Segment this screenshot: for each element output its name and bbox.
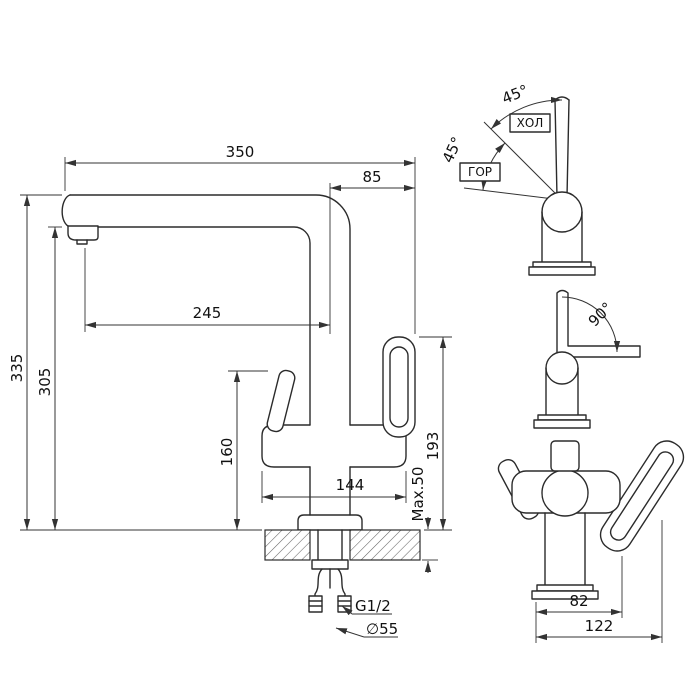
base-flange-bottom — [533, 419, 591, 429]
leader-base-diameter — [335, 627, 365, 638]
cold-position-line — [483, 121, 563, 201]
handle-rotation-side-view: 90° — [533, 289, 641, 429]
cold-label: ХОЛ — [517, 116, 544, 130]
dim-overall-length: 350 — [226, 143, 255, 161]
aerator — [67, 225, 99, 241]
countertop-section — [264, 529, 421, 570]
right-loop-handle — [382, 336, 416, 438]
angle-90: 90° — [585, 299, 617, 331]
mounting-nut — [311, 559, 349, 570]
dim-body-width: 144 — [336, 476, 365, 494]
dim-right-handle-height: 193 — [424, 432, 442, 461]
handle-upright — [554, 96, 570, 198]
dim-handle-spacing: 82 — [569, 592, 588, 610]
angle-cold: 45° — [499, 81, 530, 108]
faucet-body — [261, 424, 407, 531]
main-side-view — [61, 194, 421, 613]
faucet-base — [297, 514, 363, 531]
angle-hot: 45° — [439, 134, 467, 166]
hose-connector — [337, 595, 352, 613]
loop-handle-front — [599, 440, 685, 552]
arc-90 — [561, 296, 621, 353]
hot-label-box — [459, 162, 501, 182]
dim-spout-height: 305 — [36, 368, 54, 397]
left-lever-handle — [266, 369, 296, 433]
faucet-spout — [61, 194, 351, 426]
faucet-cap-circle — [545, 351, 579, 385]
handle-angle-top-view: ХОЛ ГОР 45° 45° — [439, 81, 596, 276]
cold-label-box — [509, 113, 551, 133]
dim-overall-depth: 122 — [585, 617, 614, 635]
dim-left-handle-height: 160 — [218, 438, 236, 467]
dim-spout-reach: 245 — [193, 304, 222, 322]
base-flange-top — [537, 414, 587, 421]
l-shaped-handle — [556, 289, 641, 358]
dim-overall-height: 335 — [8, 354, 26, 383]
dim-counter-thickness: Max.50 — [409, 467, 427, 522]
base-flange-top — [532, 261, 592, 268]
leader-thread — [341, 605, 353, 616]
hose-connector — [308, 595, 323, 613]
hot-label: ГОР — [468, 165, 492, 179]
front-view: 82 122 — [497, 440, 685, 643]
base-flange-bottom — [531, 590, 599, 600]
label-thread-size: G1/2 — [355, 597, 391, 615]
faucet-cap-circle — [541, 191, 583, 233]
cartridge-cap — [550, 440, 580, 472]
main-view-dimensions: 350 85 245 335 305 160 193 Max.50 144 G1… — [8, 143, 452, 638]
hot-position-line — [463, 187, 563, 201]
supply-hoses — [308, 568, 352, 613]
dim-handle-offset: 85 — [362, 168, 381, 186]
label-base-diameter: ∅55 — [366, 620, 398, 638]
base-flange-top — [536, 584, 594, 592]
base-flange-bottom — [528, 266, 596, 276]
arc-45-cold — [490, 96, 563, 130]
body-dome — [541, 469, 589, 517]
